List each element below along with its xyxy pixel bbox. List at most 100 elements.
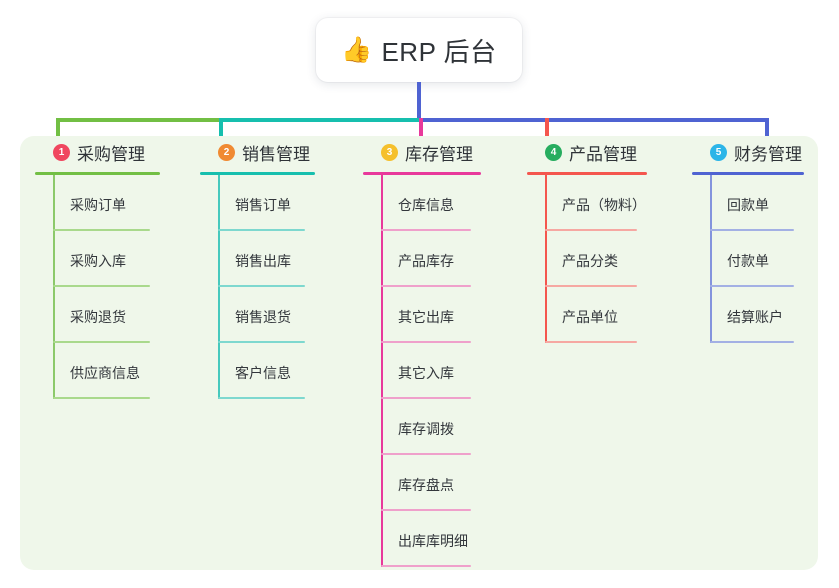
branch-underline-2 [200,172,315,175]
leaf-item-label: 仓库信息 [398,197,454,213]
leaf-item-underline [381,341,471,343]
leaf-item-underline [53,341,150,343]
branch-title-5: 财务管理 [734,144,802,164]
branch-title-1: 采购管理 [77,144,145,164]
leaf-item[interactable]: 采购订单 [35,175,160,231]
leaf-item-underline [381,565,471,567]
leaf-item[interactable]: 采购入库 [35,231,160,287]
branch-number-badge-5: 5 [710,143,727,161]
leaf-item[interactable]: 库存调拨 [363,399,481,455]
leaf-item[interactable]: 产品（物料） [527,175,647,231]
leaf-item-underline [710,341,794,343]
branch-items-4: 产品（物料） 产品分类产品单位 [527,175,647,343]
branch-items-1: 采购订单采购入库采购退货供应商信息 [35,175,160,399]
leaf-item-underline [545,341,637,343]
leaf-item[interactable]: 销售订单 [200,175,315,231]
leaf-item-underline [381,509,471,511]
branch-spine-2 [218,175,220,399]
leaf-item[interactable]: 其它入库 [363,343,481,399]
branch-spine-5 [710,175,712,343]
branch-title-4: 产品管理 [569,144,637,164]
leaf-item-label: 供应商信息 [70,365,140,381]
branch-spine-4 [545,175,547,343]
root-stem-connector [417,82,421,122]
branch-items-3: 仓库信息产品库存其它出库其它入库库存调拨库存盘点出库库明细 [363,175,481,567]
leaf-item-underline [53,229,150,231]
leaf-item-underline [545,229,637,231]
leaf-item[interactable]: 库存盘点 [363,455,481,511]
branch-items-5: 回款单付款单结算账户 [692,175,804,343]
leaf-item-label: 出库库明细 [398,533,468,549]
branch-column-4: 4 产品管理产品（物料） 产品分类产品单位 [527,136,647,343]
bus-segment-3 [420,118,767,122]
leaf-item-underline [545,285,637,287]
branch-column-1: 1 采购管理采购订单采购入库采购退货供应商信息 [35,136,160,399]
branch-underline-4 [527,172,647,175]
leaf-item-label: 采购订单 [70,197,126,213]
leaf-item[interactable]: 付款单 [692,231,804,287]
leaf-item-underline [381,397,471,399]
leaf-item-label: 其它出库 [398,309,454,325]
branch-title-2: 销售管理 [242,144,310,164]
leaf-item[interactable]: 出库库明细 [363,511,481,567]
branch-number-badge-4: 4 [545,143,562,161]
leaf-item-label: 结算账户 [727,309,783,325]
branch-header-4[interactable]: 4 产品管理 [527,136,647,168]
leaf-item[interactable]: 结算账户 [692,287,804,343]
leaf-item-underline [218,229,305,231]
leaf-item-label: 采购退货 [70,309,126,325]
branch-column-5: 5 财务管理回款单付款单结算账户 [692,136,804,343]
root-title: ERP 后台 [381,36,497,67]
root-node[interactable]: 👍 ERP 后台 [316,18,522,82]
leaf-item-underline [53,397,150,399]
leaf-item-label: 销售订单 [235,197,291,213]
branch-spine-3 [381,175,383,567]
leaf-item[interactable]: 销售出库 [200,231,315,287]
leaf-item-underline [53,285,150,287]
leaf-item[interactable]: 仓库信息 [363,175,481,231]
branch-title-3: 库存管理 [405,144,473,164]
leaf-item-underline [710,229,794,231]
leaf-item[interactable]: 销售退货 [200,287,315,343]
branch-header-5[interactable]: 5 财务管理 [692,136,804,168]
leaf-item[interactable]: 采购退货 [35,287,160,343]
leaf-item[interactable]: 其它出库 [363,287,481,343]
leaf-item-underline [218,341,305,343]
leaf-item-underline [381,229,471,231]
branch-number-badge-2: 2 [218,143,235,161]
leaf-item-label: 销售出库 [235,253,291,269]
leaf-item-label: 其它入库 [398,365,454,381]
branches-panel: 1 采购管理采购订单采购入库采购退货供应商信息 2 销售管理销售订单销售出库销售退货客… [20,136,818,570]
branch-underline-1 [35,172,160,175]
branch-number-badge-1: 1 [53,143,70,161]
branch-header-1[interactable]: 1 采购管理 [35,136,160,168]
leaf-item[interactable]: 产品库存 [363,231,481,287]
leaf-item-label: 采购入库 [70,253,126,269]
leaf-item[interactable]: 回款单 [692,175,804,231]
leaf-item[interactable]: 客户信息 [200,343,315,399]
leaf-item-underline [218,285,305,287]
leaf-item-underline [710,285,794,287]
leaf-item-label: 库存盘点 [398,477,454,493]
branch-spine-1 [53,175,55,399]
leaf-item-label: 产品库存 [398,253,454,269]
thumbs-up-icon: 👍 [341,35,373,64]
leaf-item-label: 产品（物料） [562,197,646,213]
leaf-item-label: 库存调拨 [398,421,454,437]
bus-segment-1 [57,118,220,122]
leaf-item[interactable]: 产品分类 [527,231,647,287]
branch-underline-3 [363,172,481,175]
leaf-item-underline [381,453,471,455]
leaf-item[interactable]: 产品单位 [527,287,647,343]
leaf-item-underline [218,397,305,399]
leaf-item-label: 付款单 [727,253,769,269]
leaf-item-label: 客户信息 [235,365,291,381]
branch-header-2[interactable]: 2 销售管理 [200,136,315,168]
branch-items-2: 销售订单销售出库销售退货客户信息 [200,175,315,399]
leaf-item[interactable]: 供应商信息 [35,343,160,399]
bus-segment-2 [220,118,420,122]
leaf-item-underline [381,285,471,287]
